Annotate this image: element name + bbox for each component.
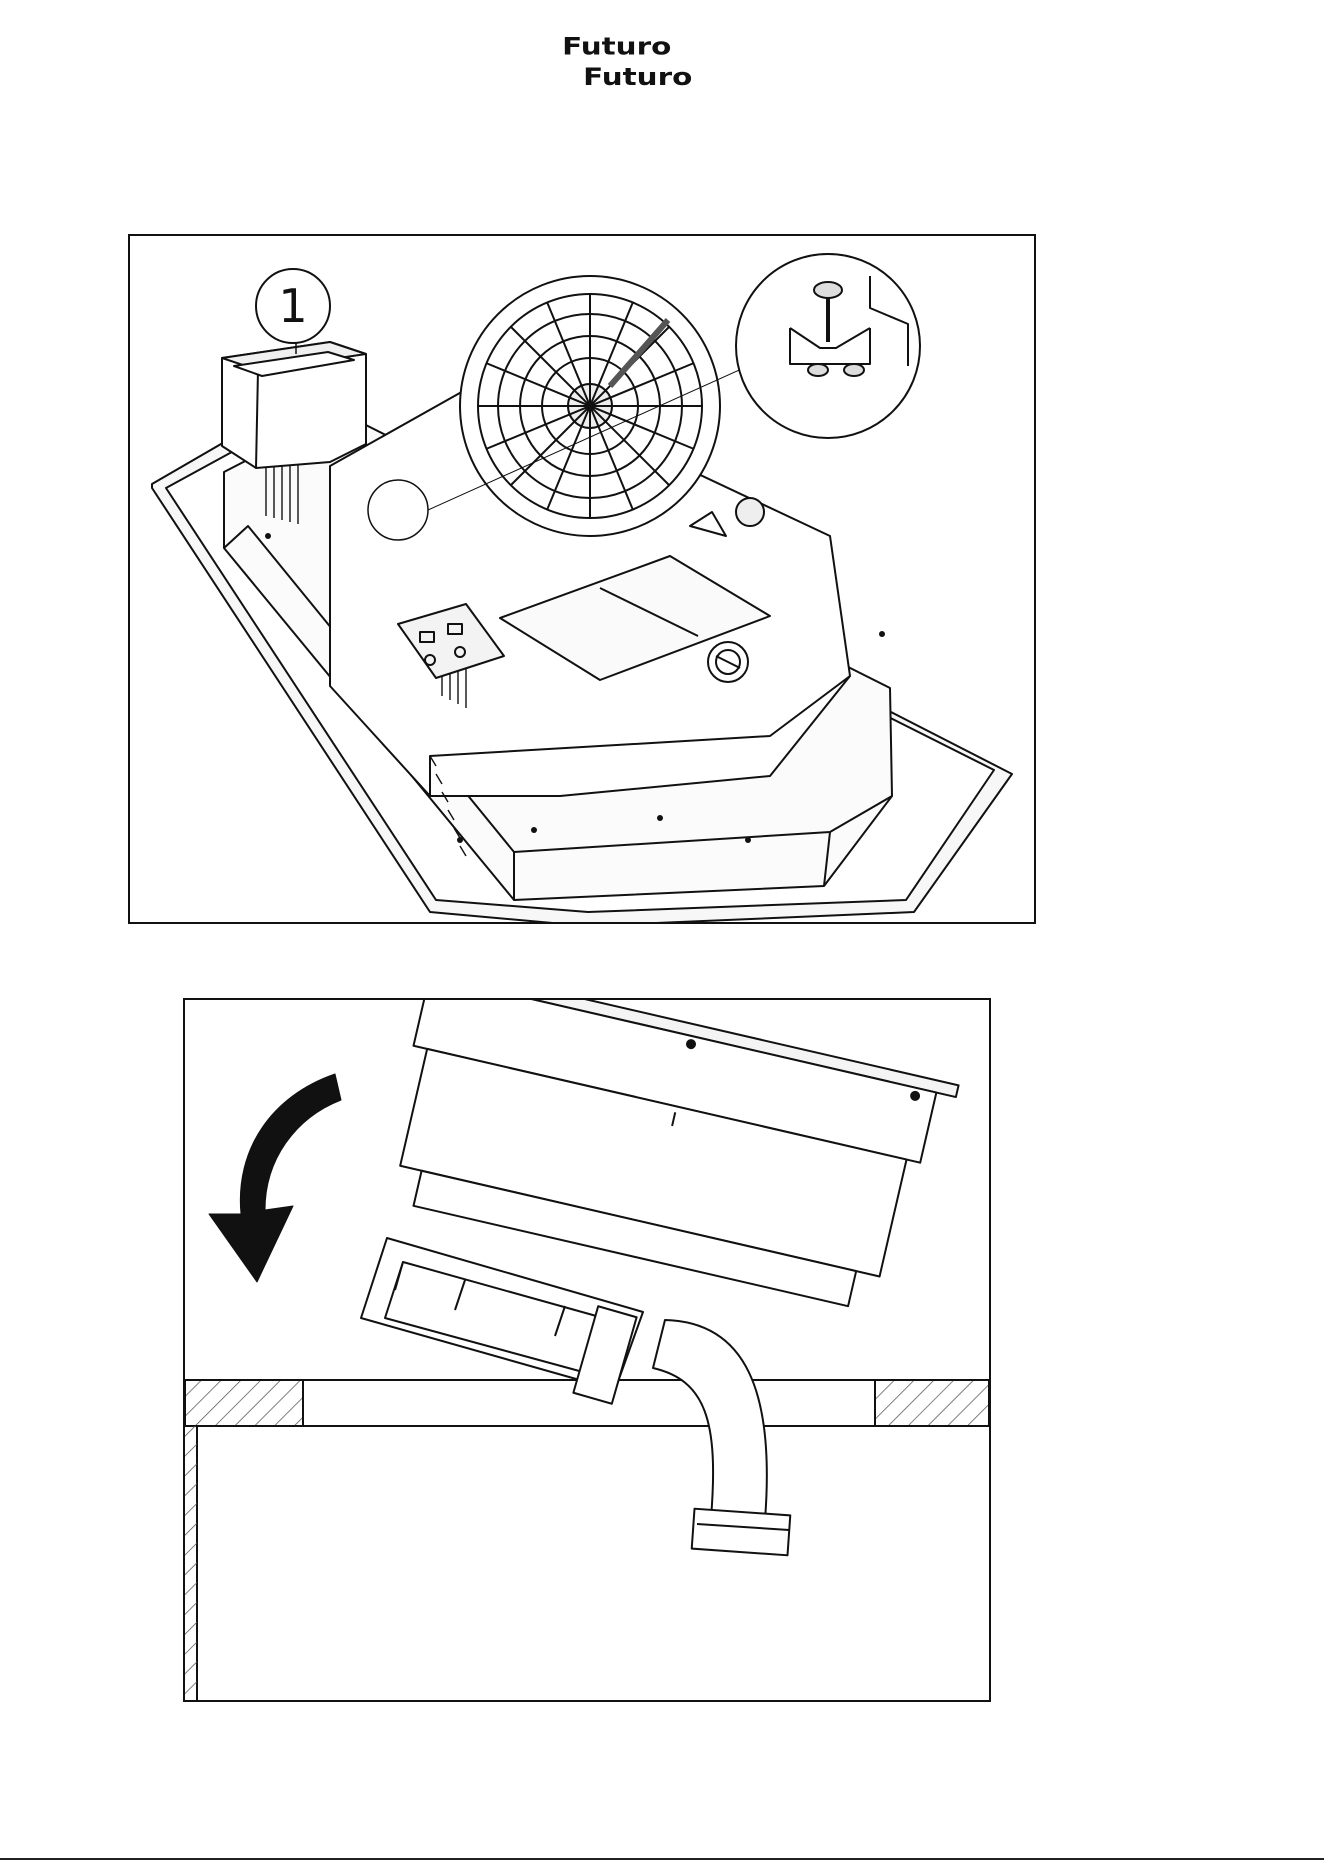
footer-rule (0, 1858, 1324, 1860)
callout-1: 1 (255, 268, 331, 344)
duct-outlet (692, 1509, 791, 1556)
logo-line-2: Futuro (583, 64, 692, 90)
worktop-left (185, 1380, 303, 1426)
fan-spokes (478, 294, 702, 518)
hob-underside-drawing (130, 236, 1034, 922)
duct-adapter (222, 342, 366, 468)
earth-terminal (736, 498, 764, 526)
fan-unit (361, 1238, 643, 1404)
figure-installation (183, 998, 991, 1702)
bent-duct (653, 1320, 767, 1520)
worktop-right (875, 1380, 989, 1426)
figure-hob-underside (128, 234, 1036, 924)
brand-logo: Futuro Futuro (560, 34, 750, 90)
rotation-arrow (209, 1074, 341, 1282)
installation-drawing (185, 1000, 989, 1700)
logo-line-1: Futuro (562, 34, 671, 61)
